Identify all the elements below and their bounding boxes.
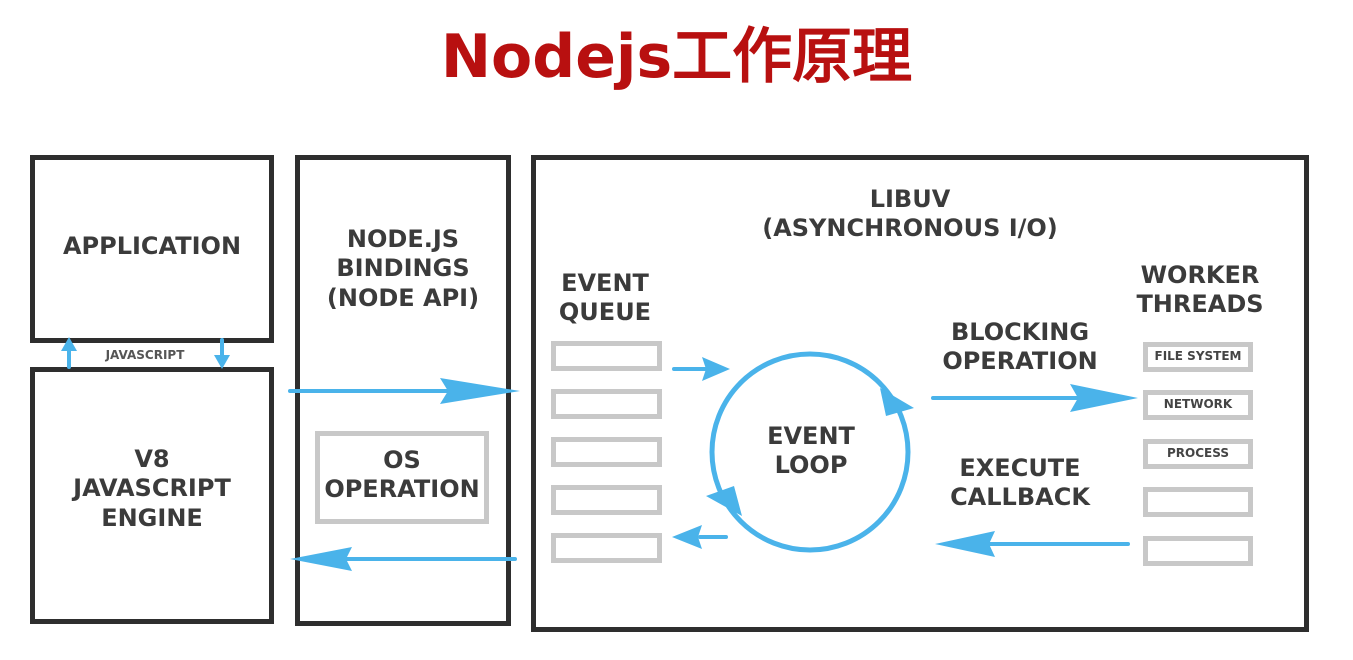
application-box: [30, 155, 274, 343]
worker-slot-empty: [1143, 487, 1253, 517]
worker-slot-empty: [1143, 536, 1253, 566]
event-queue-label: EVENT QUEUE: [558, 269, 652, 327]
event-queue-slot: [551, 437, 662, 467]
v8-engine-box: [30, 367, 274, 624]
loop-arrowhead: [880, 388, 914, 416]
os-operation-label: OS OPERATION: [324, 446, 480, 504]
worker-slot-file-system: FILE SYSTEM: [1143, 342, 1253, 372]
event-loop-label: EVENT LOOP: [767, 422, 855, 480]
event-queue-slot: [551, 485, 662, 515]
worker-slot-process: PROCESS: [1143, 439, 1253, 469]
execute-callback-label: EXECUTE CALLBACK: [950, 454, 1090, 512]
event-queue-slot: [551, 533, 662, 563]
loop-arrowhead: [706, 486, 742, 516]
os-operation-box: [315, 431, 489, 524]
arrowhead: [440, 378, 520, 404]
blocking-operation-label: BLOCKING OPERATION: [942, 318, 1098, 376]
worker-threads-label: WORKER THREADS: [1136, 261, 1264, 319]
libuv-label: LIBUV (ASYNCHRONOUS I/O): [762, 185, 1058, 243]
arrowhead: [214, 355, 230, 369]
arrowhead: [290, 547, 352, 571]
arrowhead: [672, 525, 702, 549]
event-queue-slot: [551, 389, 662, 419]
arrowhead: [1070, 384, 1138, 412]
worker-slot-network: NETWORK: [1143, 390, 1253, 420]
arrowhead: [61, 337, 77, 351]
arrowhead: [935, 531, 995, 557]
application-label: APPLICATION: [62, 232, 242, 260]
page-title: Nodejs工作原理: [440, 22, 913, 92]
nodejs-bindings-label: NODE.JS BINDINGS (NODE API): [326, 225, 480, 312]
javascript-label: JAVASCRIPT: [105, 348, 185, 362]
v8-engine-label: V8 JAVASCRIPT ENGINE: [73, 445, 231, 532]
arrowhead: [702, 357, 730, 381]
event-queue-slot: [551, 341, 662, 371]
event-loop-circle: [709, 351, 911, 553]
